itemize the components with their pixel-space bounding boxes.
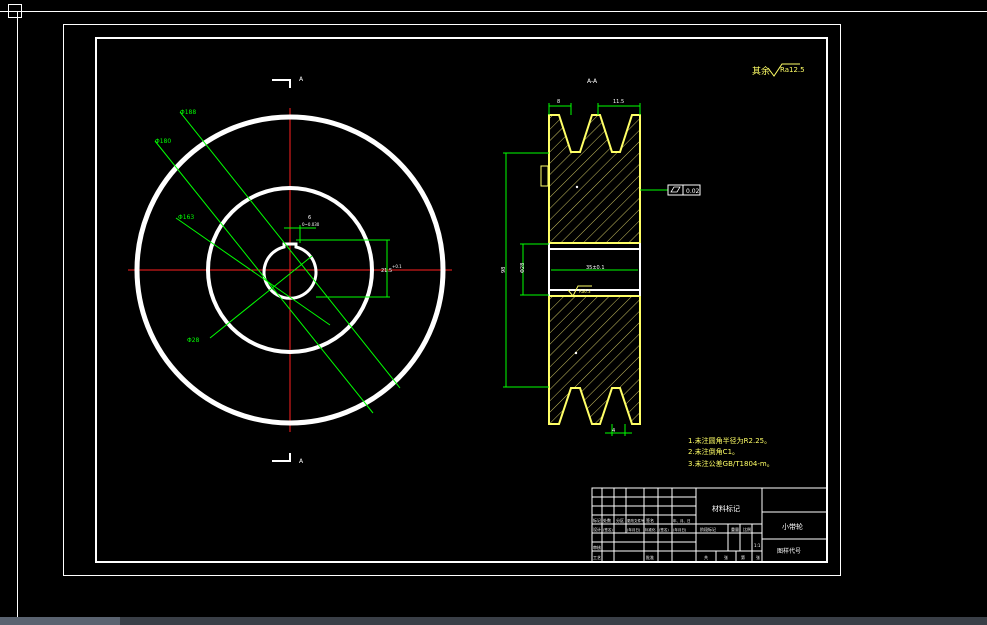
tb-row2-label-0: 设计 [593,526,601,532]
tb-row-label-1: 处数 [603,517,611,523]
outer-frame [63,24,841,576]
part-name: 小带轮 [782,522,803,531]
tb-row-label-3: 更改文件号 [627,518,645,523]
tb-row-label-5: 年、月、日 [673,518,691,523]
tb-row2-label-3: 标准化 [645,527,656,532]
scale-value: 1:1 [754,543,761,548]
sheet-label-2: 第 [741,554,745,560]
tb-row-label-2: 分区 [616,517,624,523]
dim-bore: Φ28 [187,337,200,344]
dim-bore-length: 35±0.1 [586,265,605,271]
title-block-text: 材料标记 小带轮 图样代号 标记 处数 分区 更改文件号 签名 年、月、日 设计… [593,504,803,560]
dim-groove-edge: 8 [557,99,560,105]
process-label: 工艺 [593,555,601,560]
dim-od1: Φ188 [180,109,196,116]
tb-row-label-4: 签名 [646,517,654,523]
section-marker-bottom-label: A [299,458,304,465]
roughness-label: 其余 [752,65,770,77]
dim-bore-height: Φ28 [520,263,526,273]
title-block [591,487,828,563]
stage-label-1: 重量 [731,526,739,532]
dim-keyway-width: 6 [308,215,311,221]
section-dimension-lines [503,103,668,436]
outer-rim-circle [134,114,446,426]
tolerance-value: 0.02 [686,188,700,195]
section-marker-bottom [272,453,291,462]
section-marker-top [272,79,291,88]
tb-row-label-0: 标记 [593,517,601,523]
drawing-number: 图样代号 [777,547,801,555]
tolerance-frame [667,184,701,196]
layout-tab[interactable] [0,617,120,625]
front-view: A A Φ188 Φ180 Φ163 6 0~0.030 21.5 +0.1 Φ… [128,76,452,465]
upper-section-body [548,114,641,244]
sheet-label-1: 张 [724,554,728,560]
check-label: 审核 [593,544,601,550]
tb-row2-label-5: (年月日) [673,527,687,532]
tech-req-1: 1.未注圆角半径为R2.25。 [688,436,771,445]
tech-req-3: 3.未注公差GB/T1804-m。 [688,459,774,468]
inner-frame [95,37,828,563]
hub-circle [206,186,374,354]
sheet-label-0: 共 [704,554,708,560]
dim-od2: Φ180 [155,138,171,145]
roughness-note: 其余 Ra12.5 [752,63,805,77]
sheet-label-3: 张 [756,554,760,560]
approve-label: 批准 [646,554,654,560]
dim-keyway-depth-tol: +0.1 [392,264,402,269]
tech-req-2: 2.未注倒角C1。 [688,447,739,456]
dim-height: 98 [501,267,507,273]
dimension-leaders [154,111,401,414]
dim-keyway-depth: 21.5 [381,268,392,274]
surface-finish: Ra6.3 [579,289,591,294]
dim-groove-bottom: 4 [612,428,615,434]
dim-od3: Φ163 [178,214,194,221]
stage-label-2: 比例 [743,526,751,532]
tech-requirements: 1.未注圆角半径为R2.25。 2.未注倒角C1。 3.未注公差GB/T1804… [688,436,774,468]
status-bar[interactable] [0,617,987,625]
section-view: A-A [501,78,701,436]
stage-label-0: 阶段标记 [700,526,716,532]
viewport-border [0,11,987,617]
ucs-icon [8,4,22,18]
section-title: A-A [587,78,598,85]
roughness-value: Ra12.5 [780,66,805,74]
material-mark: 材料标记 [712,504,740,513]
dim-keyway-width-tol: 0~0.030 [302,222,320,227]
dim-groove-pitch: 11.5 [613,99,624,105]
tb-row2-label-4: (签名) [659,527,669,532]
tb-row2-label-2: (年月日) [627,527,641,532]
section-marker-top-label: A [299,76,304,83]
lower-section-body [548,295,641,425]
tb-row2-label-1: (签名) [603,527,613,532]
